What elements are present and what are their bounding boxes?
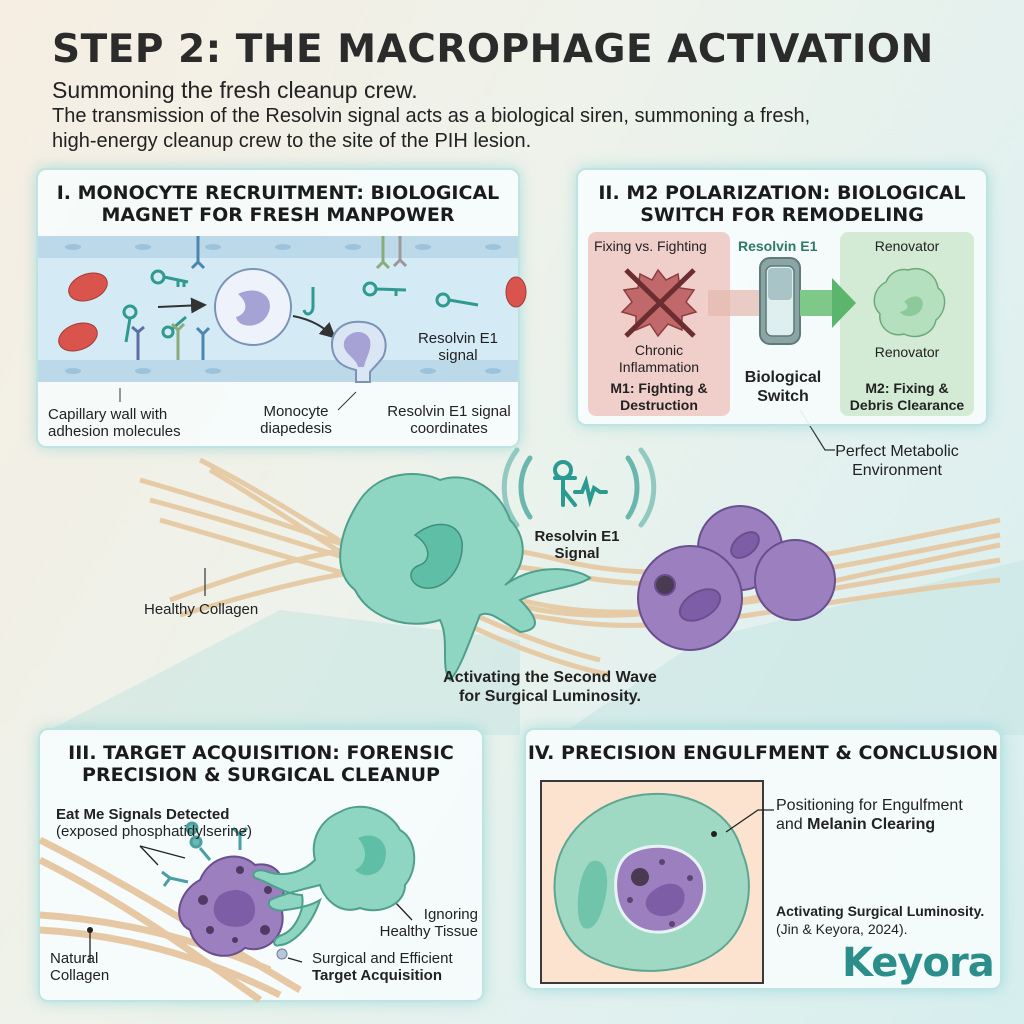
- switch-icon: [759, 257, 801, 345]
- eat-me-signals-label: Eat Me Signals Detected: [56, 806, 230, 823]
- eat-me-signals: [161, 821, 249, 887]
- apoptotic-target-cell: [178, 855, 285, 957]
- m2-cell: [873, 268, 946, 338]
- ignoring-healthy-tissue-label: Ignoring Healthy Tissue: [379, 906, 478, 940]
- panel-monocyte-recruitment: I. MONOCYTE RECRUITMENT: BIOLOGICAL MAGN…: [36, 168, 527, 448]
- x-cross-icon: [624, 268, 696, 338]
- m1-cell: [620, 268, 698, 338]
- diapedesis-label: Monocyte diapedesis: [260, 403, 332, 437]
- macrophage-cell: [339, 473, 592, 682]
- m2-label: M2: Fixing & Debris Clearance: [849, 380, 965, 413]
- resolvin-signal-label: Resolvin E1 signal: [417, 330, 499, 364]
- panel-2-title-line-1: II. M2 POLARIZATION: BIOLOGICAL: [598, 182, 966, 204]
- capillary-illustration: [38, 236, 527, 383]
- description-line-2: high-energy cleanup crew to the site of …: [52, 130, 532, 152]
- positioning-label: Positioning for Engulfment and Melanin C…: [776, 797, 963, 833]
- capillary-wall-label: Capillary wall with adhesion molecules: [48, 406, 181, 440]
- panel-m2-polarization: II. M2 POLARIZATION: BIOLOGICAL SWITCH F…: [576, 168, 988, 426]
- m1-caption: Chronic Inflammation: [618, 342, 700, 375]
- panel-target-acquisition: III. TARGET ACQUISITION: FORENSIC PRECIS…: [38, 728, 484, 1003]
- macrophage-engulfing-cell: [252, 805, 416, 947]
- diapedesis-cell: [331, 320, 387, 383]
- metabolic-environment-callout: Perfect Metabolic Environment: [835, 443, 959, 479]
- page-subtitle: Summoning the fresh cleanup crew.: [52, 77, 418, 103]
- target-acquisition-label: Surgical and Efficient Target Acquisitio…: [312, 950, 453, 984]
- panel-4-title: IV. PRECISION ENGULFMENT & CONCLUSION: [527, 742, 999, 764]
- panel-1-title-line-2: MAGNET FOR FRESH MANPOWER: [101, 204, 455, 226]
- green-arrow-icon: [800, 278, 856, 328]
- conclusion-text: Activating Surgical Luminosity. (Jin & K…: [776, 903, 985, 937]
- second-wave-caption: Activating the Second Wave for Surgical …: [443, 669, 657, 705]
- resolvin-signal-center-label: Resolvin E1 Signal: [534, 528, 620, 562]
- description-line-1: The transmission of the Resolvin signal …: [52, 105, 811, 127]
- polarization-illustration: [620, 257, 946, 345]
- phosphatidylserine-label: (exposed phosphatidylserine): [56, 823, 252, 840]
- engulfment-illustration: [553, 792, 750, 972]
- panel-precision-engulfment: IV. PRECISION ENGULFMENT & CONCLUSION Po…: [524, 728, 1002, 990]
- pointer-arrows: [89, 845, 413, 963]
- keyora-logo: Keyora: [842, 940, 995, 986]
- page-title: STEP 2: THE MACROPHAGE ACTIVATION: [52, 27, 934, 72]
- natural-collagen-label: Natural Collagen: [50, 950, 110, 984]
- adhesion-molecules: [131, 236, 408, 360]
- m1-label: M1: Fighting & Destruction: [610, 380, 708, 413]
- m1-heading: Fixing vs. Fighting: [594, 238, 707, 254]
- resolvin-key-molecules: [122, 269, 479, 343]
- signal-coordinates-label: Resolvin E1 signal coordinates: [387, 403, 511, 437]
- healthy-collagen-label: Healthy Collagen: [144, 601, 259, 618]
- target-acquisition-illustration: [38, 805, 416, 1003]
- panel-1-title-line-1: I. MONOCYTE RECRUITMENT: BIOLOGICAL: [56, 182, 500, 204]
- switch-label: Biological Switch: [744, 369, 822, 405]
- m2-heading: Renovator: [874, 238, 940, 254]
- panel-1-callout-lines: [119, 388, 357, 411]
- resolvin-signal-waves: [501, 447, 657, 528]
- monocyte-cell: [214, 268, 292, 346]
- apoptotic-cells: [637, 505, 836, 651]
- positioning-callout-line: [725, 809, 774, 833]
- panel-2-title-line-2: SWITCH FOR REMODELING: [640, 204, 924, 226]
- header: STEP 2: THE MACROPHAGE ACTIVATION Summon…: [52, 28, 992, 154]
- panel-3-title-line-1: III. TARGET ACQUISITION: FORENSIC: [68, 742, 454, 764]
- m2-caption: Renovator: [874, 344, 940, 360]
- engulfment-inset: [540, 780, 764, 984]
- panel-3-title-line-2: PRECISION & SURGICAL CLEANUP: [82, 764, 440, 786]
- key-signal-icon: [553, 460, 608, 508]
- switch-heading: Resolvin E1: [738, 238, 818, 254]
- red-blood-cells: [58, 272, 527, 352]
